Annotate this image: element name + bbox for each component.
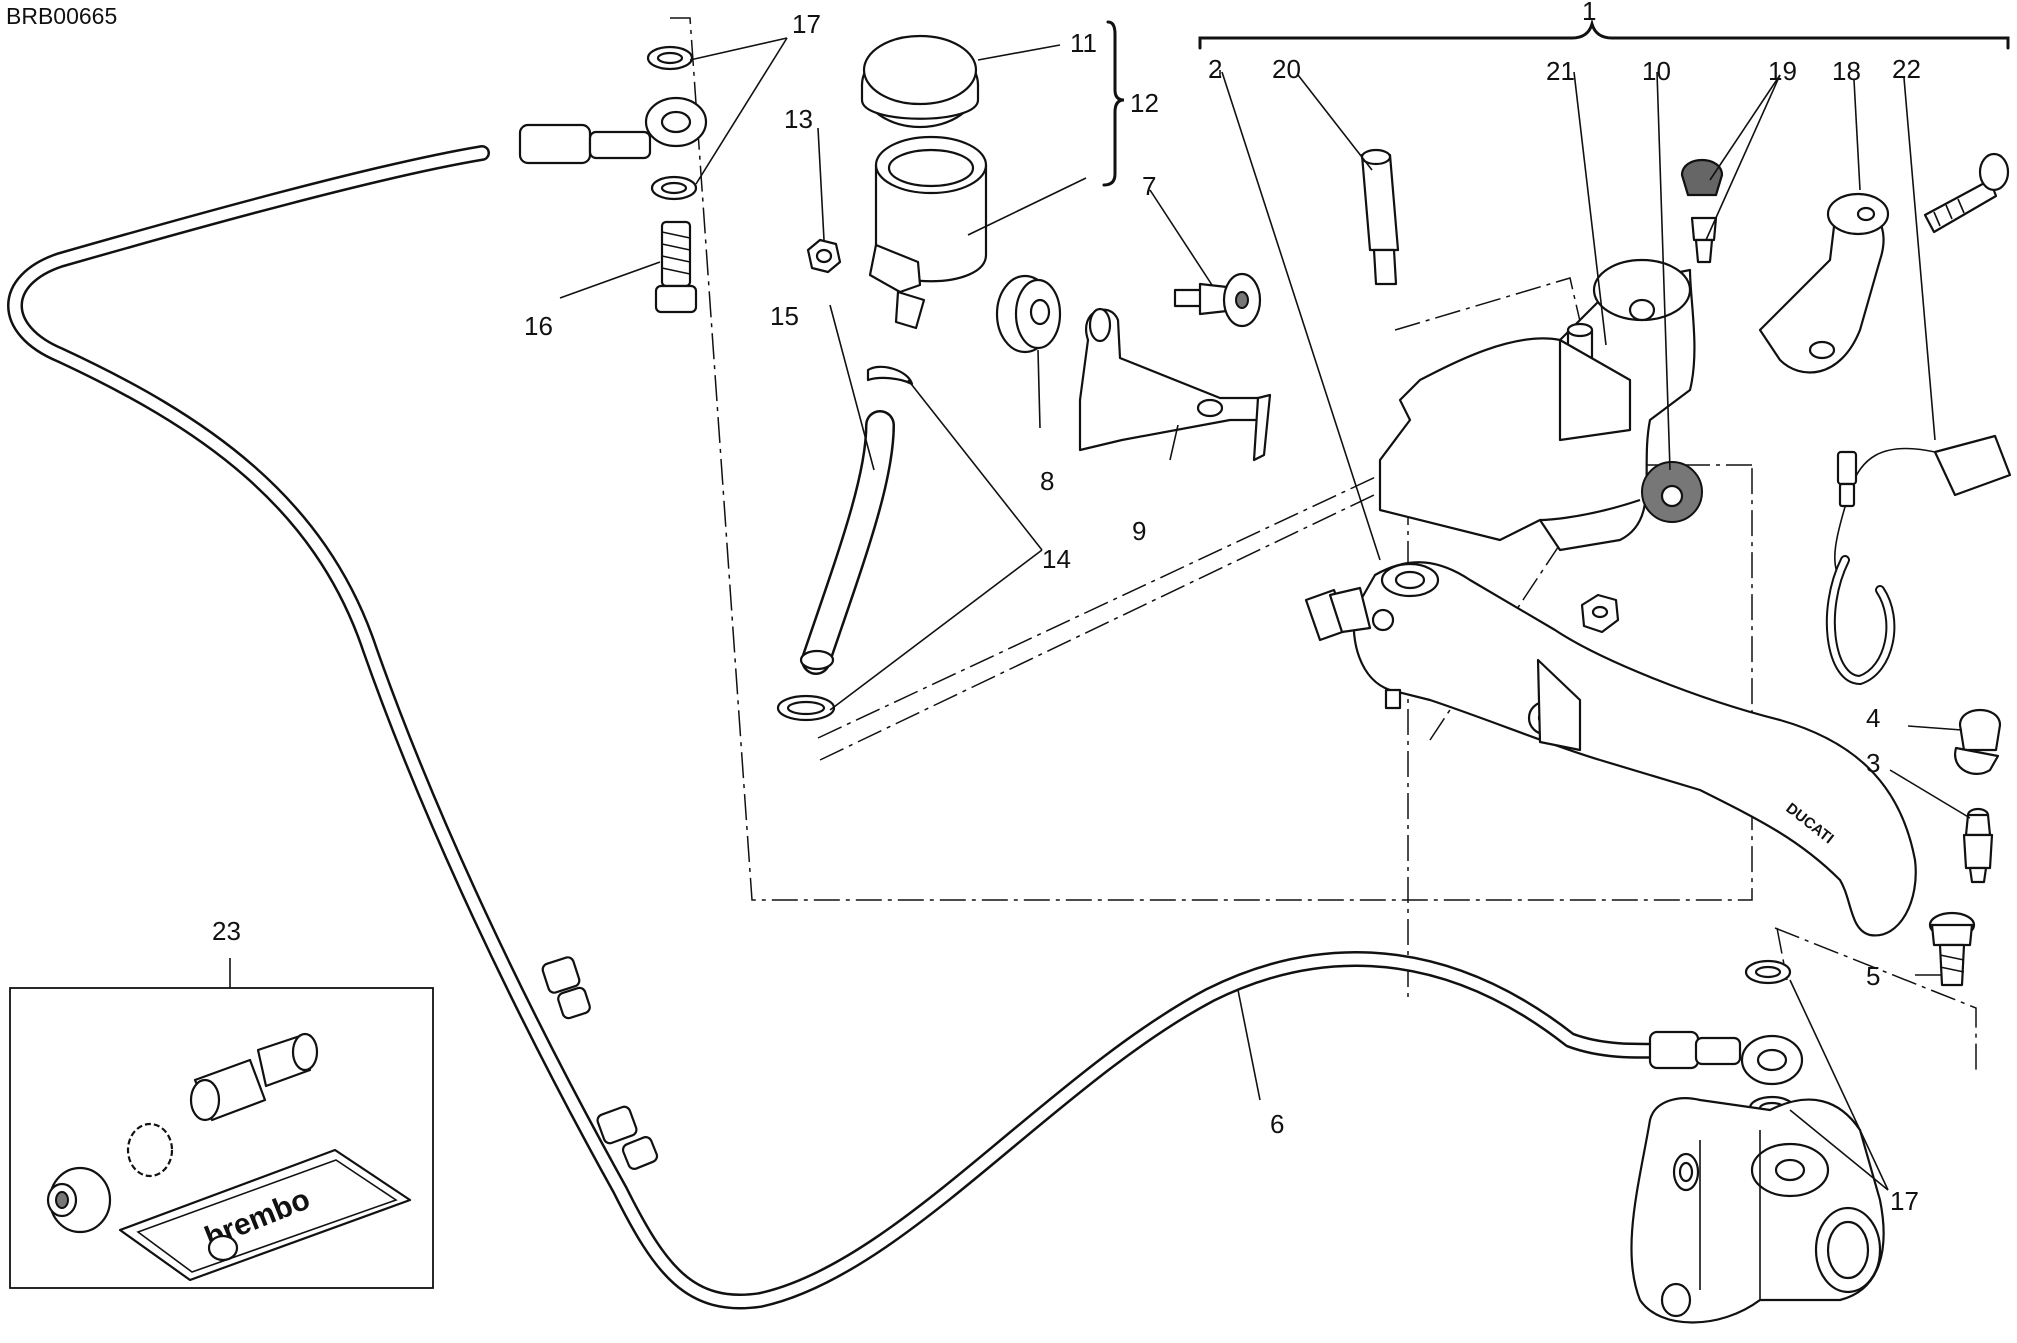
callout-23: 23 — [212, 916, 241, 946]
callout-8: 8 — [1040, 466, 1054, 496]
callout-19: 19 — [1768, 56, 1797, 86]
callout-3: 3 — [1866, 748, 1880, 778]
callout-12: 12 — [1130, 88, 1159, 118]
bleeder-19 — [1680, 159, 1724, 264]
callout-10: 10 — [1642, 56, 1671, 86]
bleeder-cap-4 — [1954, 709, 2002, 775]
lever-2: DUCATI — [1352, 561, 1917, 937]
cylinder-insert-10 — [1641, 461, 1703, 523]
callout-11: 11 — [1070, 28, 1097, 58]
callout-13: 13 — [784, 104, 813, 134]
bleeder-valve-3 — [1962, 807, 1994, 884]
lever-nut — [1580, 593, 1620, 634]
callout-1: 1 — [1582, 0, 1596, 26]
washers-17 — [646, 45, 1796, 1121]
clamp-18 — [1758, 192, 1890, 374]
callout-21: 21 — [1546, 56, 1575, 86]
slave-cylinder — [1630, 1097, 1885, 1324]
callout-20: 20 — [1272, 54, 1301, 84]
hose-clamps-14 — [776, 365, 914, 722]
callout-17-bottom: 17 — [1890, 1186, 1919, 1216]
drawing-code: BRB00665 — [6, 3, 117, 29]
banjo-bolt-5 — [1928, 911, 1976, 987]
callout-18: 18 — [1832, 56, 1861, 86]
master-cylinder-body — [1378, 258, 1696, 552]
callout-22: 22 — [1892, 54, 1921, 84]
callout-6: 6 — [1270, 1109, 1284, 1139]
reservoir-cap-11 — [860, 34, 980, 129]
clamp-bolt — [1923, 152, 2010, 234]
pivot-bolt-20 — [1360, 148, 1400, 286]
callout-14: 14 — [1042, 544, 1071, 574]
bracket-9 — [1078, 307, 1272, 462]
callout-9: 9 — [1132, 516, 1146, 546]
grommet-8 — [995, 274, 1062, 354]
callout-7: 7 — [1142, 171, 1156, 201]
callout-17-top: 17 — [792, 9, 821, 39]
kit-box-23: brembo — [9, 987, 434, 1289]
nut-13 — [806, 238, 842, 274]
adjuster-knob — [1304, 586, 1402, 710]
leader-lines — [229, 37, 1971, 1191]
banjo-bolt-16 — [654, 220, 698, 314]
callout-numbers: 1 2 3 4 5 6 7 8 9 10 11 12 13 14 15 16 1… — [212, 0, 1921, 1216]
braces — [1102, 18, 2010, 187]
screw-7 — [1173, 272, 1262, 328]
callout-15: 15 — [770, 301, 799, 331]
callout-2: 2 — [1208, 54, 1222, 84]
switch-22 — [1825, 434, 2012, 685]
hose-15 — [799, 410, 895, 675]
clutch-hose — [7, 96, 1804, 1310]
reservoir-12 — [868, 135, 988, 330]
callout-5: 5 — [1866, 961, 1880, 991]
callout-16: 16 — [524, 311, 553, 341]
callout-4: 4 — [1866, 703, 1880, 733]
